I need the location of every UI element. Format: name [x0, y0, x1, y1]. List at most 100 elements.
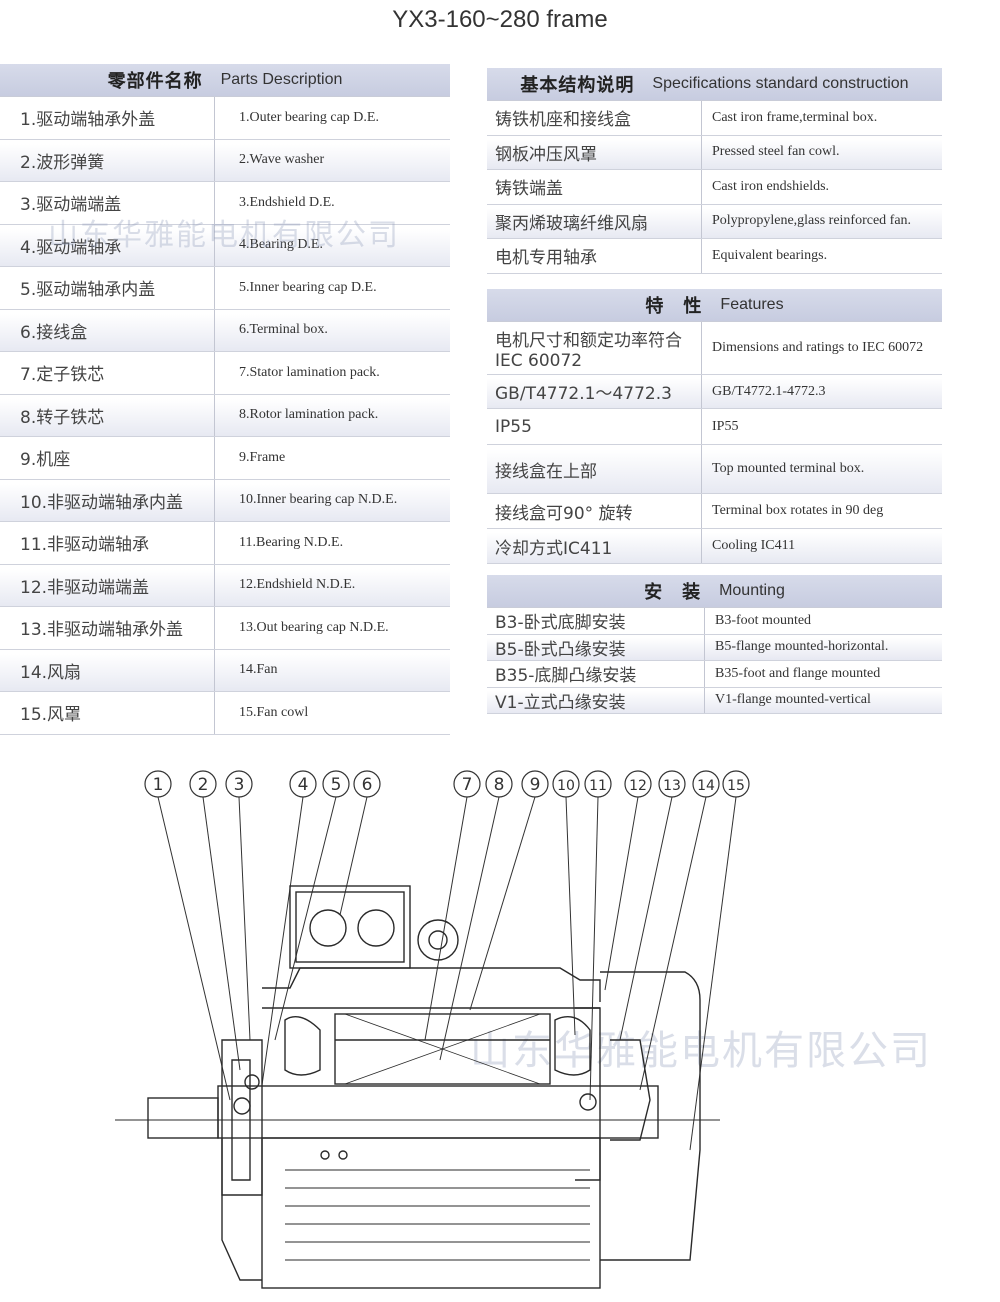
parts-row-zh: 14.风扇 [0, 649, 215, 691]
parts-row-en: 14.Fan [239, 662, 278, 678]
parts-row-zh: 13.非驱动端轴承外盖 [0, 607, 215, 649]
features-header-en: Features [720, 296, 784, 313]
features-row-en: Top mounted terminal box. [712, 461, 865, 476]
parts-row-zh: 9.机座 [0, 437, 215, 479]
mounting-row-en: B5-flange mounted-horizontal. [715, 639, 889, 655]
callout-leader [439, 796, 500, 1061]
mounting-row-zh: V1-立式凸缘安装 [487, 687, 705, 713]
parts-row-en: 13.Out bearing cap N.D.E. [239, 619, 389, 635]
callout-leader [261, 796, 304, 1086]
features-header: 特 性 Features [487, 289, 942, 321]
parts-row-en: 5.Inner bearing cap D.E. [239, 279, 377, 295]
mounting-row-zh: B3-卧式底脚安装 [487, 608, 705, 634]
specs-row-en: Pressed steel fan cowl. [712, 144, 840, 160]
parts-row-zh: 12.非驱动端端盖 [0, 564, 215, 606]
specs-header-en: Specifications standard construction [652, 75, 909, 92]
parts-row-en: 1.Outer bearing cap D.E. [239, 109, 379, 125]
callout-label: 2 [198, 775, 209, 795]
callout-label: 7 [462, 775, 473, 795]
motor-drawing [115, 885, 720, 1289]
callout-label: 9 [530, 775, 541, 795]
features-row-zh: 接线盒在上部 [487, 445, 702, 493]
features-row: 接线盒在上部 Top mounted terminal box. [487, 445, 942, 494]
leader-lines [157, 796, 737, 1151]
callout-leader [469, 796, 536, 1011]
features-row-en: Cooling IC411 [712, 538, 796, 553]
callout-label: 10 [557, 778, 575, 794]
callout-label: 12 [629, 778, 647, 794]
specs-table: 基本结构说明 Specifications standard construct… [487, 68, 942, 274]
features-row-zh: IP55 [487, 409, 702, 444]
callout-label: 1 [153, 775, 164, 795]
callout-leader [639, 796, 707, 1091]
callout-leader [238, 796, 251, 1041]
parts-row-en: 12.Endshield N.D.E. [239, 577, 356, 593]
features-row: 冷却方式IC411 Cooling IC411 [487, 529, 942, 564]
parts-row-en: 7.Stator lamination pack. [239, 364, 380, 380]
features-row-en: Dimensions and ratings to IEC 60072 [712, 340, 924, 355]
parts-row-en: 15.Fan cowl [239, 704, 309, 720]
parts-row-zh: 8.转子铁芯 [0, 394, 215, 436]
parts-row-en: 3.Endshield D.E. [239, 194, 335, 210]
parts-row-en: 9.Frame [239, 449, 286, 465]
specs-row-zh: 聚丙烯玻璃纤维风扇 [487, 204, 702, 238]
callout-label: 8 [494, 775, 505, 795]
callout-label: 3 [234, 775, 245, 795]
mounting-row-en: B3-foot mounted [715, 612, 812, 628]
parts-row: 13.非驱动端轴承外盖 13.Out bearing cap N.D.E. [0, 607, 450, 650]
callout-leader [157, 796, 231, 1101]
parts-row-zh: 6.接线盒 [0, 309, 215, 351]
callout-label: 5 [331, 775, 342, 795]
parts-header: 零部件名称 Parts Description [0, 64, 450, 96]
parts-row-zh: 1.驱动端轴承外盖 [0, 97, 215, 139]
specs-header-zh: 基本结构说明 [520, 75, 635, 96]
mounting-row-en: B35-foot and flange mounted [715, 665, 881, 681]
parts-header-zh: 零部件名称 [107, 71, 203, 92]
callout-leader [604, 796, 639, 991]
specs-row: 聚丙烯玻璃纤维风扇 Polypropylene,glass reinforced … [487, 204, 942, 239]
parts-row-en: 2.Wave washer [239, 152, 325, 168]
parts-row-zh: 4.驱动端轴承 [0, 224, 215, 266]
parts-row-zh: 11.非驱动端轴承 [0, 522, 215, 564]
features-header-zh: 特 性 [645, 296, 703, 317]
specs-row-zh: 电机专用轴承 [487, 239, 702, 273]
features-row-en: GB/T4772.1-4772.3 [712, 383, 826, 399]
callout-leader [424, 796, 468, 1041]
callout-leader [619, 796, 673, 1041]
parts-table: 零部件名称 Parts Description 1.驱动端轴承外盖 1.Outer… [0, 64, 450, 735]
parts-row: 14.风扇 14.Fan [0, 649, 450, 692]
callout-leader [274, 796, 337, 1041]
specs-row-zh: 铸铁端盖 [487, 170, 702, 204]
features-row-zh-line2: IEC 60072 [495, 350, 583, 371]
features-row-zh: 冷却方式IC411 [487, 529, 702, 563]
mounting-row-zh: B5-卧式凸缘安装 [487, 634, 705, 660]
parts-row-zh: 5.驱动端轴承内盖 [0, 267, 215, 309]
callout-leader [589, 796, 599, 1101]
specs-row-en: Polypropylene,glass reinforced fan. [712, 213, 912, 229]
parts-row-zh: 3.驱动端端盖 [0, 182, 215, 224]
mounting-header-zh: 安 装 [644, 582, 702, 603]
callout-label: 11 [589, 778, 607, 794]
